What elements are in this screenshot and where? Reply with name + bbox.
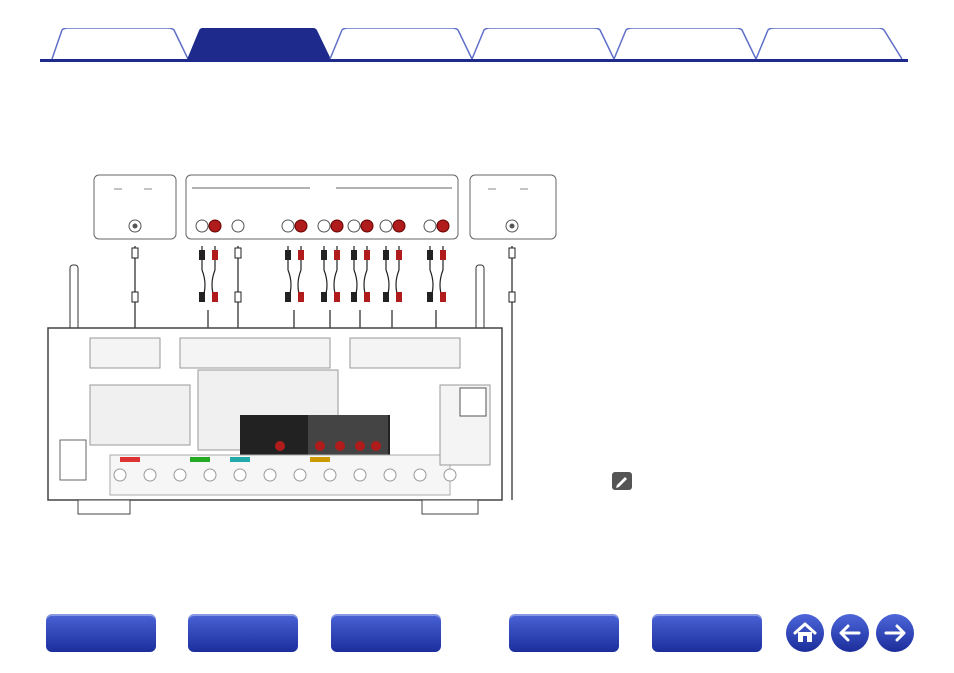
receiver-rear-panel <box>47 327 503 515</box>
home-button[interactable] <box>786 614 824 652</box>
footer-button-5[interactable] <box>652 614 762 652</box>
device-right-box <box>469 174 557 240</box>
device-center-box <box>185 174 459 240</box>
top-tab-bar <box>40 26 908 62</box>
back-arrow-icon <box>839 624 861 642</box>
tab-5[interactable] <box>610 28 760 60</box>
footer-button-1[interactable] <box>46 614 156 652</box>
forward-arrow-icon <box>884 624 906 642</box>
tab-4[interactable] <box>468 28 618 60</box>
tab-underline <box>40 59 908 62</box>
tab-1[interactable] <box>40 28 190 60</box>
tab-2-active[interactable] <box>184 28 334 60</box>
home-icon <box>793 622 817 642</box>
antenna-icon <box>69 264 485 346</box>
connection-diagram <box>47 174 557 515</box>
forward-button[interactable] <box>876 614 914 652</box>
footer-button-3[interactable] <box>331 614 441 652</box>
back-button[interactable] <box>831 614 869 652</box>
tab-3[interactable] <box>326 28 476 60</box>
footer-button-2[interactable] <box>188 614 298 652</box>
device-left-box <box>93 174 177 240</box>
tab-6[interactable] <box>752 28 904 60</box>
footer-button-4[interactable] <box>509 614 619 652</box>
pencil-note-icon <box>612 472 632 490</box>
